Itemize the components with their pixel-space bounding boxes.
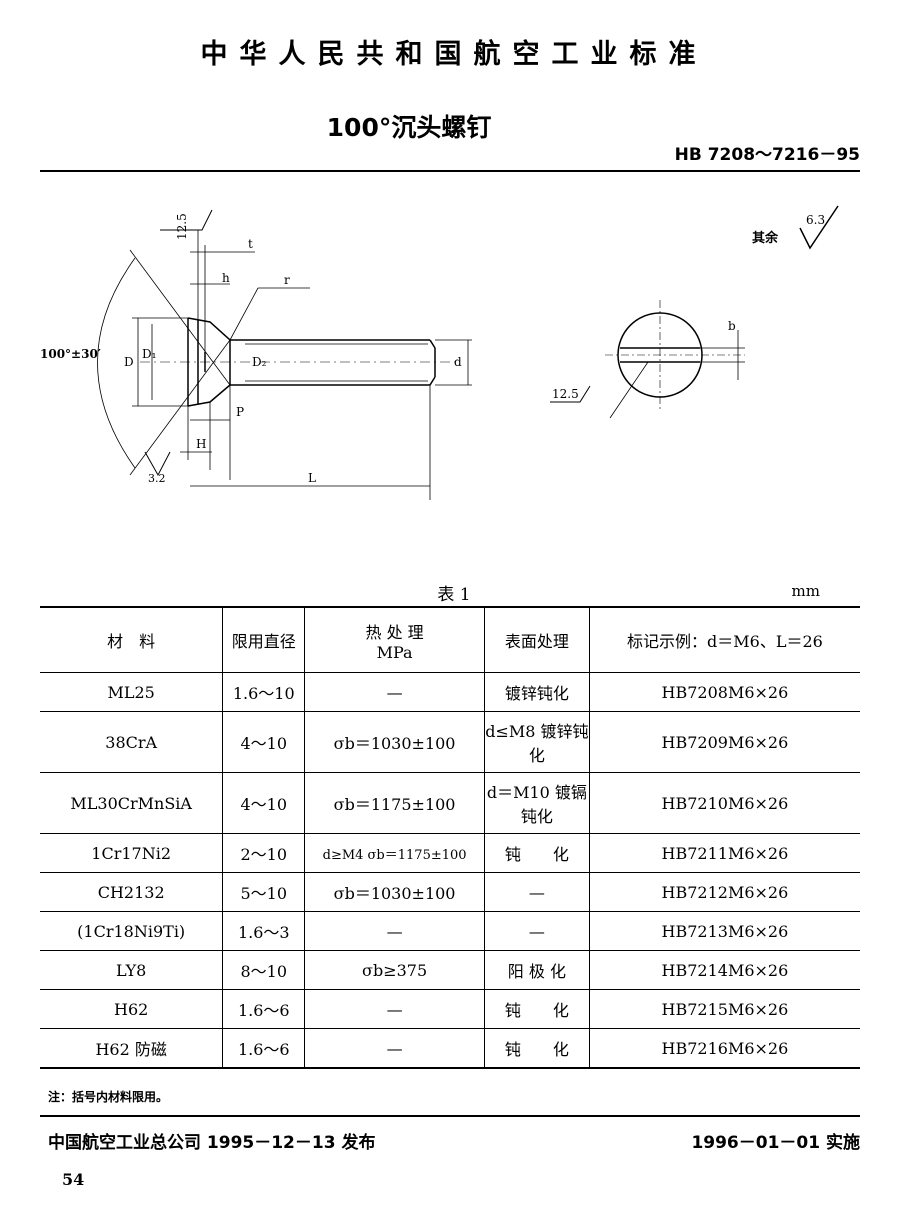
cell-heat: σb＝1030±100 [304, 711, 485, 773]
dim-L-label: L [308, 471, 316, 485]
cell-surface: d≤M8 镀锌钝化 [483, 711, 590, 773]
header-heat-treatment: 热 处 理 MPa [304, 606, 485, 673]
cell-heat: — [304, 1028, 485, 1069]
roughness-cone-label: 3.2 [148, 472, 166, 485]
header-heat-unit: MPa [376, 642, 413, 662]
cell-heat: — [304, 911, 485, 951]
cell-diameter: 2～10 [222, 833, 306, 873]
dim-D2-label: D₂ [252, 355, 267, 369]
header-surface: 表面处理 [483, 606, 590, 673]
organization-title: 中华人民共和国航空工业标准 [200, 39, 708, 70]
table-row: H62 1.6～6 — 钝 化 HB7215M6×26 [40, 989, 860, 1029]
cell-diameter: 1.6～3 [222, 911, 306, 951]
table-row: 38CrA 4～10 σb＝1030±100 d≤M8 镀锌钝化 HB7209M… [40, 711, 860, 773]
roughness-general: 6.3 [806, 213, 825, 227]
screw-end-view-drawing: b 12.5 [550, 300, 745, 419]
cell-heat: σb≥375 [304, 950, 485, 990]
cell-diameter: 1.6～6 [222, 989, 306, 1029]
cell-marking: HB7214M6×26 [588, 950, 860, 990]
roughness-top-label: 12.5 [175, 213, 189, 240]
cell-marking: HB7211M6×26 [588, 833, 860, 873]
cell-surface: — [483, 911, 590, 951]
dim-b-label: b [728, 319, 736, 333]
table-caption: 表 1 [437, 585, 471, 605]
dim-D1-label: D₁ [142, 347, 156, 361]
cell-surface: — [483, 872, 590, 912]
cell-diameter: 8～10 [222, 950, 306, 990]
dim-r-label: r [284, 273, 290, 287]
dim-P-label: P [236, 405, 244, 419]
cell-heat: — [304, 672, 485, 712]
cell-surface: 钝 化 [483, 1028, 590, 1069]
cell-material: CH2132 [40, 872, 224, 912]
header-marking: 标记示例：d＝M6、L＝26 [588, 606, 860, 673]
table-row: ML30CrMnSiA 4～10 σb＝1175±100 d＝M10 镀镉钝化 … [40, 772, 860, 834]
page-number: 54 [62, 1170, 85, 1189]
footer-rule [40, 1115, 860, 1117]
roughness-symbol-icon: 其余 6.3 [752, 205, 839, 250]
cell-diameter: 1.6～6 [222, 1028, 306, 1069]
dim-t-label: t [248, 237, 253, 251]
table-row: 1Cr17Ni2 2～10 d≥M4 σb＝1175±100 钝 化 HB721… [40, 833, 860, 873]
cell-surface: 阳 极 化 [483, 950, 590, 990]
cell-diameter: 5～10 [222, 872, 306, 912]
implementation-date: 1996－01－01 实施 [691, 1133, 860, 1153]
roughness-slot-label: 12.5 [552, 387, 579, 401]
dim-d-label: d [454, 355, 462, 369]
table-row: ML25 1.6～10 — 镀锌钝化 HB7208M6×26 [40, 672, 860, 712]
table-row: (1Cr18Ni9Ti) 1.6～3 — — HB7213M6×26 [40, 911, 860, 951]
cell-material: (1Cr18Ni9Ti) [40, 911, 224, 951]
table-footnote: 注：括号内材料限用。 [48, 1090, 169, 1104]
issue-date: 中国航空工业总公司 1995－12－13 发布 [48, 1133, 376, 1153]
cell-surface: 钝 化 [483, 989, 590, 1029]
dim-h-label: h [222, 271, 230, 285]
cell-heat: σb＝1175±100 [304, 772, 485, 834]
header-heat-title: 热 处 理 [365, 622, 424, 642]
angle-label: 100°±30′ [40, 347, 101, 361]
cell-marking: HB7215M6×26 [588, 989, 860, 1029]
cell-marking: HB7210M6×26 [588, 772, 860, 834]
cell-heat: σb＝1030±100 [304, 872, 485, 912]
header-rule [40, 170, 860, 172]
cell-marking: HB7216M6×26 [588, 1028, 860, 1069]
cell-surface: 钝 化 [483, 833, 590, 873]
cell-marking: HB7213M6×26 [588, 911, 860, 951]
cell-material: LY8 [40, 950, 224, 990]
cell-material: 38CrA [40, 711, 224, 773]
header-material: 材 料 [40, 606, 224, 673]
cell-marking: HB7212M6×26 [588, 872, 860, 912]
cell-material: ML25 [40, 672, 224, 712]
table-unit: mm [791, 582, 820, 600]
dim-D-label: D [124, 355, 134, 369]
roughness-note: 其余 6.3 [748, 200, 858, 264]
standard-number: HB 7208～7216－95 [674, 145, 860, 165]
cell-material: H62 [40, 989, 224, 1029]
header-diameter: 限用直径 [222, 606, 306, 673]
table-row: H62 防磁 1.6～6 — 钝 化 HB7216M6×26 [40, 1028, 860, 1069]
cell-diameter: 4～10 [222, 772, 306, 834]
document-title: 100°沉头螺钉 [326, 113, 492, 142]
table-header-row: 材 料 限用直径 热 处 理 MPa 表面处理 标记示例：d＝M6、L＝26 [40, 606, 860, 673]
cell-heat: d≥M4 σb＝1175±100 [304, 833, 485, 873]
specification-table: 材 料 限用直径 热 处 理 MPa 表面处理 标记示例：d＝M6、L＝26 M… [40, 606, 860, 1069]
cell-surface: d＝M10 镀镉钝化 [483, 772, 590, 834]
cell-marking: HB7208M6×26 [588, 672, 860, 712]
dim-H-label: H [196, 437, 206, 451]
cell-material: ML30CrMnSiA [40, 772, 224, 834]
table-row: LY8 8～10 σb≥375 阳 极 化 HB7214M6×26 [40, 950, 860, 990]
table-row: CH2132 5～10 σb＝1030±100 — HB7212M6×26 [40, 872, 860, 912]
cell-diameter: 1.6～10 [222, 672, 306, 712]
cell-diameter: 4～10 [222, 711, 306, 773]
cell-heat: — [304, 989, 485, 1029]
cell-surface: 镀锌钝化 [483, 672, 590, 712]
screw-side-view-drawing: 12.5 t h r 100°±30′ D D₁ D₂ d P H L 3.2 [40, 209, 472, 500]
roughness-label: 其余 [752, 230, 779, 246]
cell-material: H62 防磁 [40, 1028, 224, 1069]
cell-marking: HB7209M6×26 [588, 711, 860, 773]
cell-material: 1Cr17Ni2 [40, 833, 224, 873]
